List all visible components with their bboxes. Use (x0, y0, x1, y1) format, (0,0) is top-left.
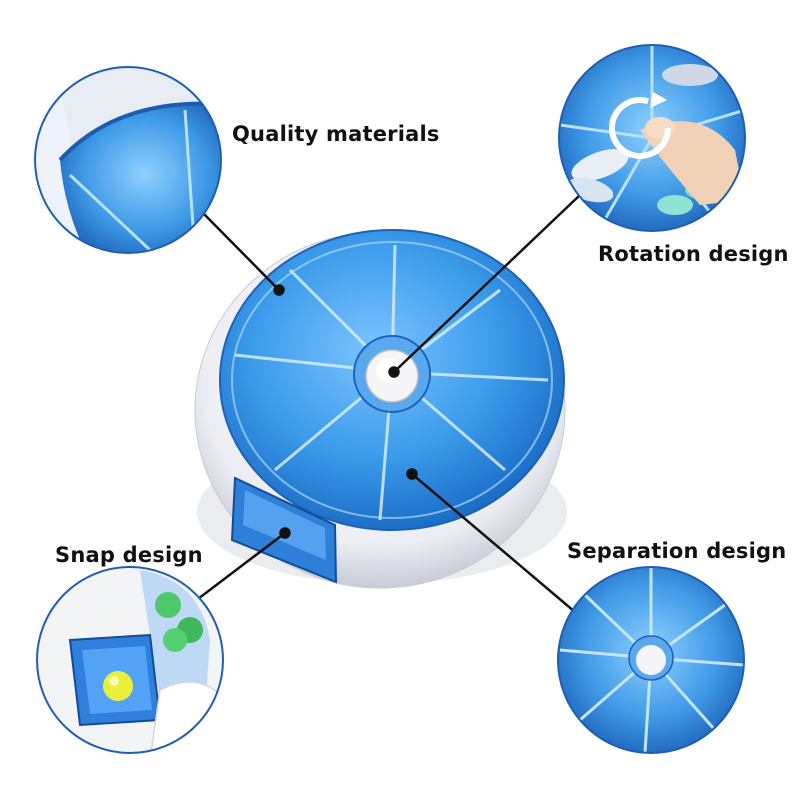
pill-organizer (194, 229, 567, 589)
rotation-arrow-head (650, 92, 667, 108)
snap-door-highlight (243, 490, 326, 560)
callout-separation-image (557, 566, 745, 754)
lid-rim (231, 241, 553, 519)
leader-dot-quality (273, 284, 285, 296)
leader-dot-snap (279, 527, 291, 539)
leader-dot-separation (406, 468, 418, 480)
callout-rotation-image (558, 44, 746, 232)
callout-snap-image (36, 566, 224, 754)
rotation-arrow-ring (609, 97, 671, 159)
callout-label-rotation: Rotation design (598, 242, 789, 266)
leader-dot-rotation (388, 366, 400, 378)
leader-lines (189, 194, 581, 613)
callout-label-separation: Separation design (567, 539, 787, 563)
callout-label-quality: Quality materials (232, 122, 440, 146)
callout-quality-image (34, 66, 222, 254)
callout-label-snap: Snap design (55, 543, 203, 567)
